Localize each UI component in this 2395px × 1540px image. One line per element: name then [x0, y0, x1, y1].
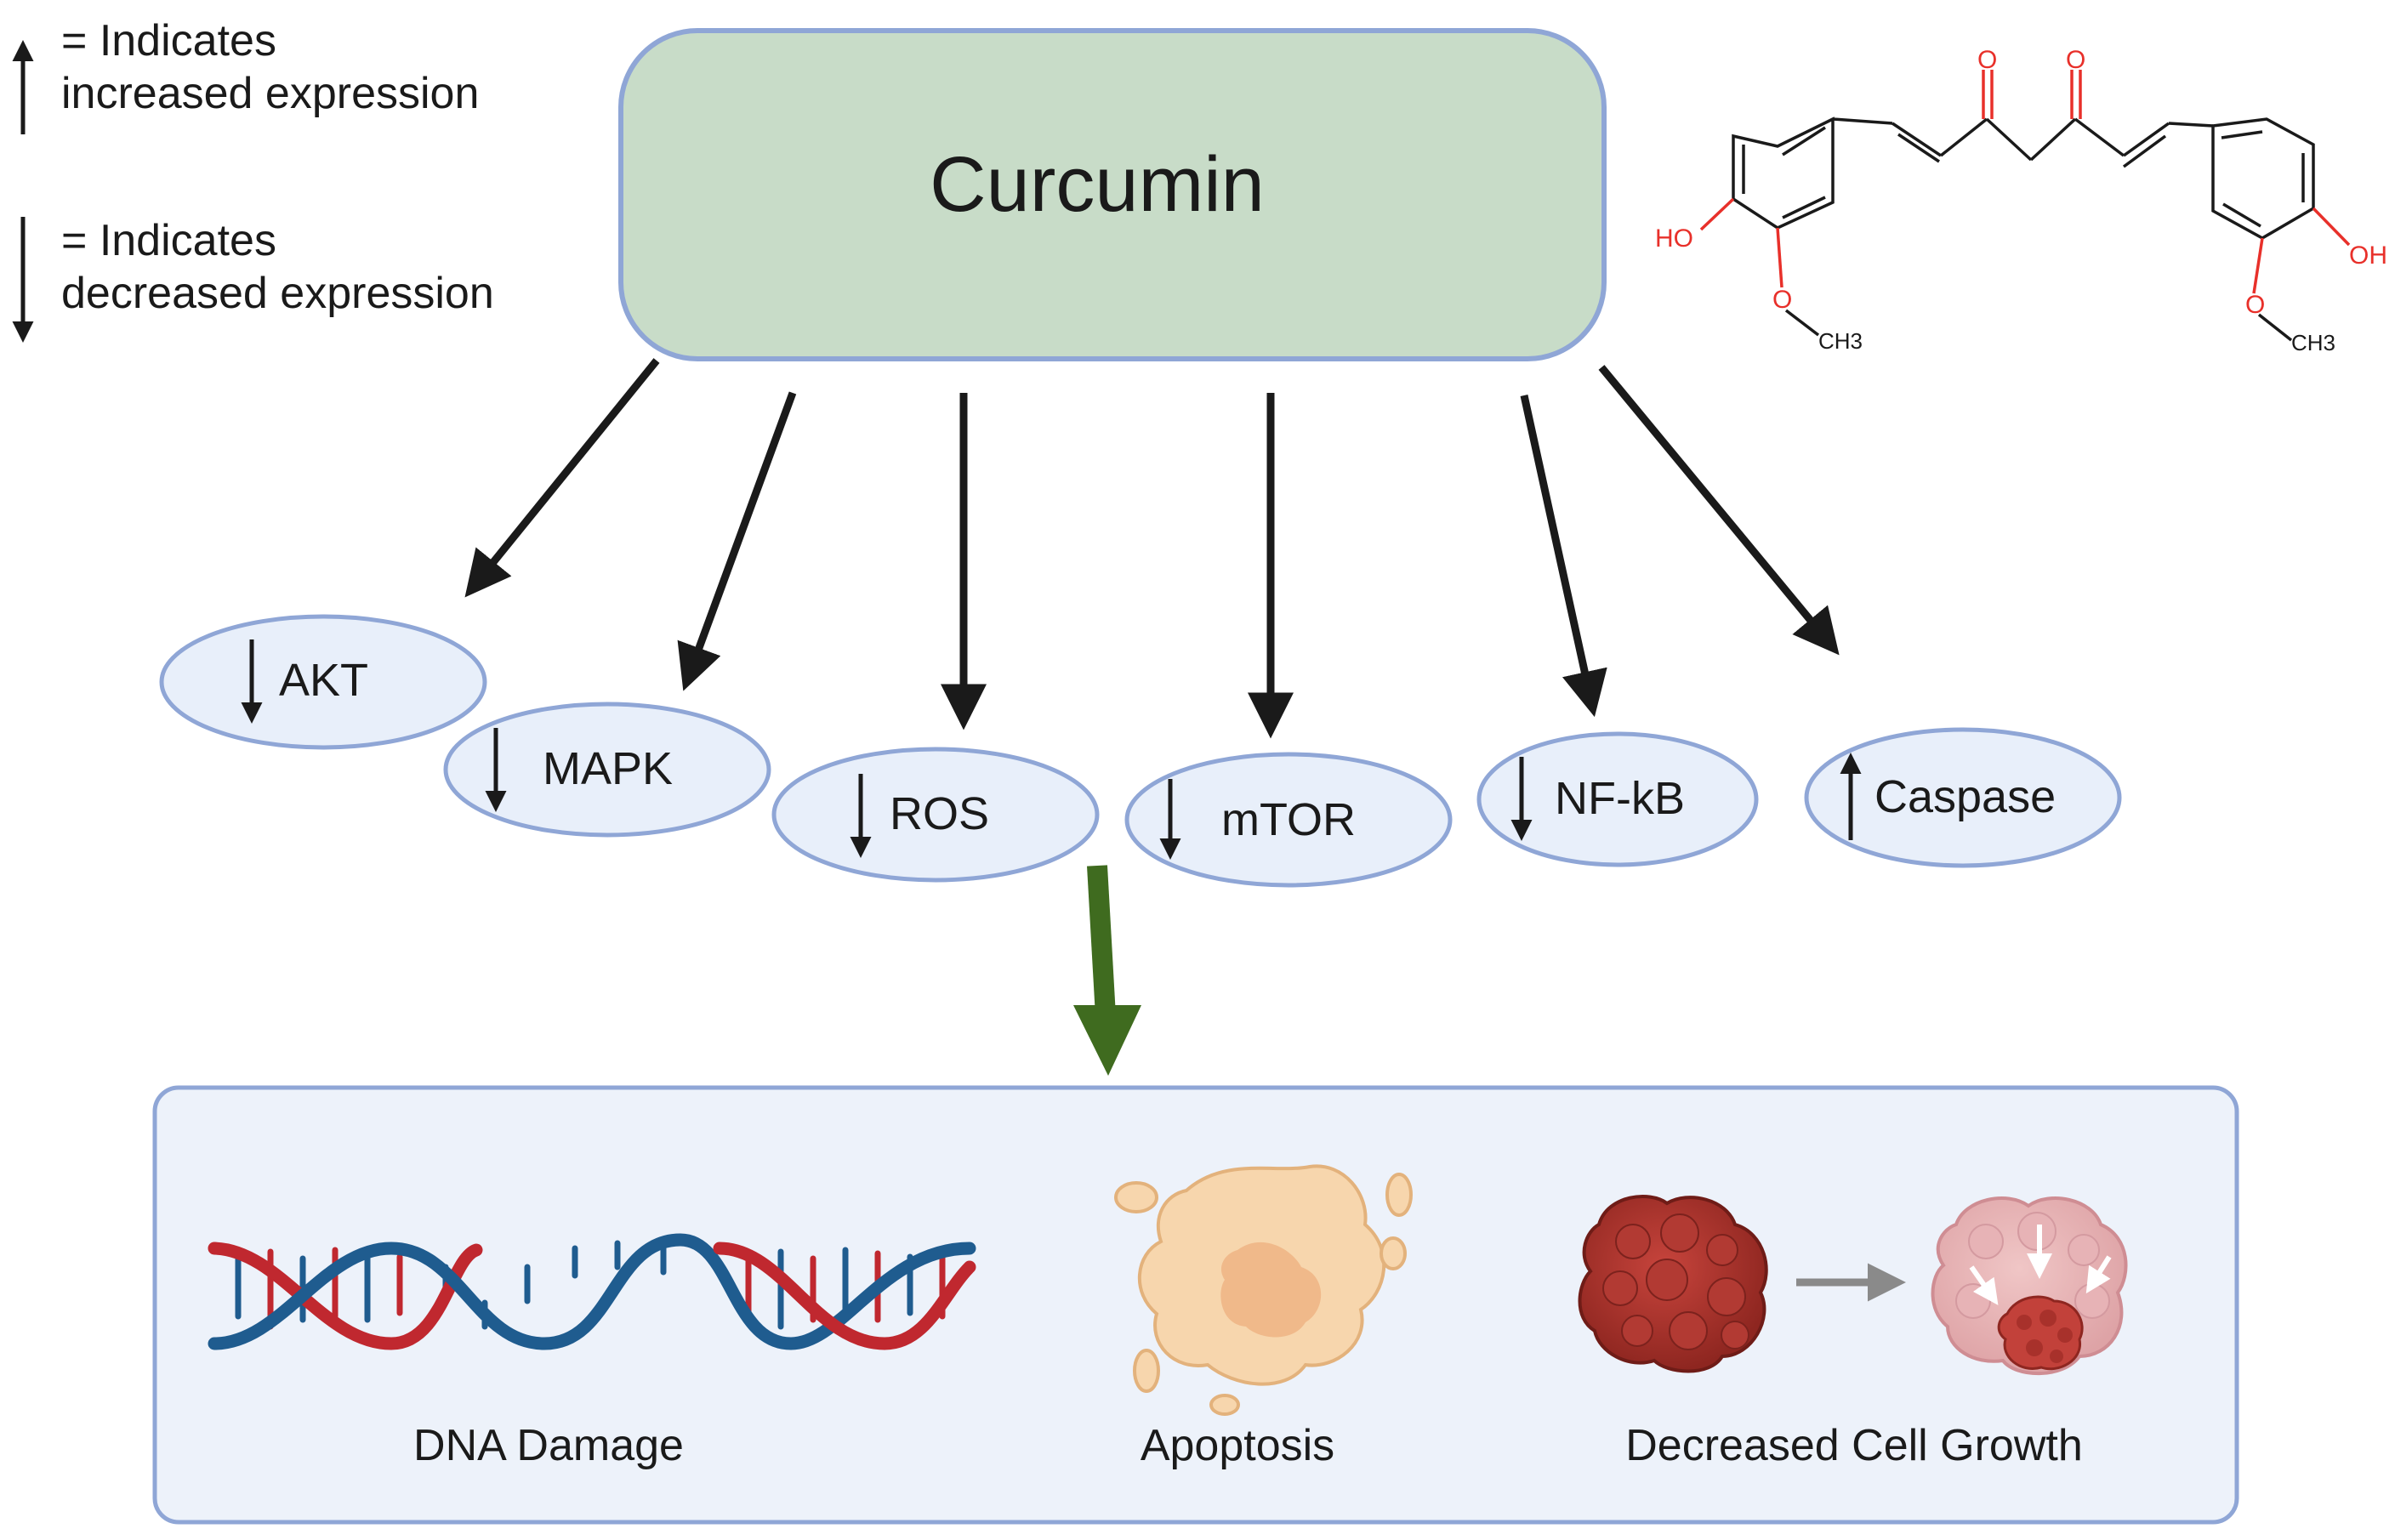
molecule-labels: HO OH O O O O CH3 CH3: [1655, 46, 2387, 355]
ch3-left-label: CH3: [1818, 328, 1863, 354]
outcome-label-dna-damage: DNA Damage: [413, 1421, 684, 1470]
legend-increased-line2: increased expression: [61, 69, 480, 118]
legend-increased: = Indicates increased expression: [61, 14, 479, 120]
green-arrow: [1073, 865, 1141, 1076]
oh-label: OH: [2349, 242, 2387, 270]
cell-growth-illustration: [1578, 1195, 2128, 1376]
target-nfkb: NF-kB: [1476, 731, 1759, 867]
target-label-ros: ROS: [890, 788, 989, 839]
legend-increased-line1: = Indicates: [61, 16, 276, 65]
target-caspase: Caspase: [1804, 727, 2122, 868]
arrow-to-mapk: [677, 391, 797, 691]
target-label-mtor: mTOR: [1221, 794, 1356, 845]
arrow-to-nfkb: [1520, 395, 1607, 718]
arrow-to-akt: [464, 358, 660, 598]
legend-decreased-line2: decreased expression: [61, 269, 494, 318]
target-nodes: AKT MAPK ROS mTOR NF-kB Caspase: [159, 614, 2122, 888]
arrow-to-caspase: [1598, 365, 1840, 656]
ch3-right-label: CH3: [2291, 330, 2335, 355]
target-label-mapk: MAPK: [543, 743, 673, 794]
target-mtor: mTOR: [1124, 752, 1453, 888]
target-mapk: MAPK: [443, 702, 771, 838]
dna-helix-illustration: [208, 1233, 976, 1350]
target-ros: ROS: [771, 747, 1100, 883]
target-label-nfkb: NF-kB: [1555, 773, 1685, 824]
o-label-4: O: [2245, 291, 2265, 319]
curcumin-label: Curcumin: [930, 141, 1265, 228]
ho-label: HO: [1655, 224, 1693, 253]
o-label-1: O: [1977, 46, 1997, 74]
o-label-2: O: [2066, 46, 2085, 74]
curcumin-molecule: [1699, 70, 2351, 342]
legend-decreased: = Indicates decreased expression: [61, 214, 494, 320]
target-akt: AKT: [159, 614, 487, 750]
target-label-caspase: Caspase: [1874, 771, 2056, 822]
pathway-arrows: [464, 358, 1840, 739]
o-label-3: O: [1772, 286, 1792, 314]
target-label-akt: AKT: [279, 655, 368, 706]
legend-decreased-line1: = Indicates: [61, 216, 276, 265]
apoptosis-cell-illustration: [1114, 1164, 1413, 1416]
outcome-label-decreased-cell-growth: Decreased Cell Growth: [1625, 1421, 2083, 1470]
curcumin-box: [618, 28, 1607, 361]
outcome-label-apoptosis: Apoptosis: [1140, 1421, 1335, 1470]
